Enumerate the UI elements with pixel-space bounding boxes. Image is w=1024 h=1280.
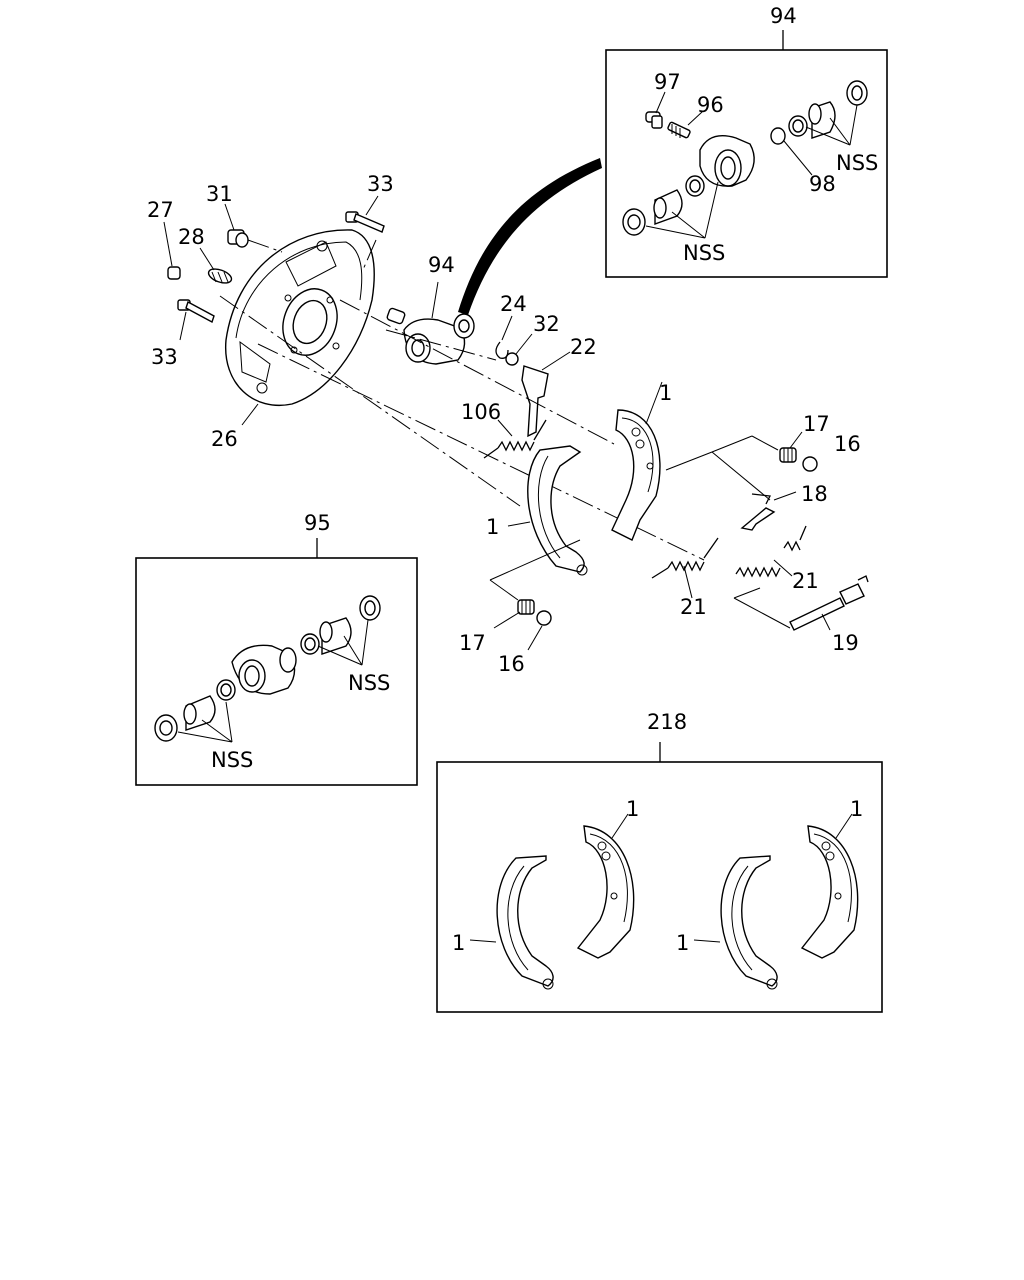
callout-96: 96 xyxy=(697,93,724,117)
callout-17-right: 17 xyxy=(803,412,830,436)
plate-18 xyxy=(740,507,776,531)
spring-21-left xyxy=(651,537,719,579)
washer-16-left xyxy=(536,610,552,626)
piston-set-right xyxy=(788,80,868,139)
callout-1-kit-b-left: 1 xyxy=(676,931,689,955)
adjuster-19 xyxy=(789,575,869,631)
callout-22: 22 xyxy=(570,335,597,359)
callout-1-main-right: 1 xyxy=(659,381,672,405)
callout-33-top: 33 xyxy=(367,172,394,196)
callout-33-bottom: 33 xyxy=(151,345,178,369)
piston-set-95-right xyxy=(300,595,381,655)
wheel-cylinder-body-94 xyxy=(699,135,755,187)
callout-95: 95 xyxy=(304,511,331,535)
kit-a-shoe-right xyxy=(576,825,635,959)
inset-95-frame xyxy=(135,557,418,786)
callout-16-right: 16 xyxy=(834,432,861,456)
nss-label-95-right: NSS xyxy=(348,671,390,695)
callout-27: 27 xyxy=(147,198,174,222)
callout-97: 97 xyxy=(654,70,681,94)
callout-18: 18 xyxy=(801,482,828,506)
callout-31: 31 xyxy=(206,182,233,206)
wheel-cylinder-94 xyxy=(386,307,475,365)
bleeder-cap-97 xyxy=(645,111,663,129)
main-assembly: 26 31 27 28 33 xyxy=(147,172,869,676)
spring-17-left xyxy=(517,599,535,615)
plate-18-tab xyxy=(751,493,771,505)
brake-shoe-main-left xyxy=(527,445,588,576)
spring-106 xyxy=(483,419,547,459)
bolt-33-top xyxy=(345,211,385,233)
kit-b-shoe-left xyxy=(720,855,778,990)
callout-1-main-left: 1 xyxy=(486,515,499,539)
callout-106: 106 xyxy=(461,400,501,424)
nss-label-95-bottom: NSS xyxy=(211,748,253,772)
callout-24: 24 xyxy=(500,292,527,316)
inset-95: 95 NSS NSS xyxy=(135,511,418,786)
kit-a-shoe-left xyxy=(496,855,554,990)
inset-94: 94 97 96 98 xyxy=(605,4,888,278)
callout-94-main: 94 xyxy=(428,253,455,277)
callout-21-left: 21 xyxy=(680,595,707,619)
callout-1-kit-a-left: 1 xyxy=(452,931,465,955)
nut-31 xyxy=(227,229,249,248)
bolt-33-bottom xyxy=(177,299,215,324)
spring-17-right xyxy=(779,447,797,463)
spacer-28 xyxy=(207,268,233,284)
callout-32: 32 xyxy=(533,312,560,336)
washer-32 xyxy=(505,352,519,366)
backing-plate-26 xyxy=(225,229,375,406)
callout-19: 19 xyxy=(832,631,859,655)
brake-shoe-main-right xyxy=(611,409,661,541)
callout-28: 28 xyxy=(178,225,205,249)
bolt-27 xyxy=(167,266,181,280)
lever-22 xyxy=(521,365,549,438)
callout-94-top: 94 xyxy=(770,4,797,28)
inset-pointer-arrow xyxy=(458,158,602,315)
kit-b-shoe-right xyxy=(800,825,859,959)
o-ring-98 xyxy=(770,127,786,145)
inset-94-frame xyxy=(605,49,888,278)
piston-set-95-left xyxy=(154,679,236,742)
wheel-cylinder-body-95 xyxy=(231,644,297,695)
callout-1-kit-a-right: 1 xyxy=(626,797,639,821)
inset-218: 218 1 1 1 xyxy=(436,710,883,1013)
callout-98: 98 xyxy=(809,172,836,196)
callout-16-left: 16 xyxy=(498,652,525,676)
nss-label-top-right: NSS xyxy=(836,151,878,175)
callout-17-left: 17 xyxy=(459,631,486,655)
spring-21-right xyxy=(735,525,807,578)
bleeder-screw-96 xyxy=(667,121,691,139)
washer-16-right xyxy=(802,456,818,472)
callout-1-kit-b-right: 1 xyxy=(850,797,863,821)
piston-set-left xyxy=(622,175,705,236)
nss-label-top-bottom: NSS xyxy=(683,241,725,265)
callout-218: 218 xyxy=(647,710,687,734)
callout-21-right: 21 xyxy=(792,569,819,593)
callout-26: 26 xyxy=(211,427,238,451)
